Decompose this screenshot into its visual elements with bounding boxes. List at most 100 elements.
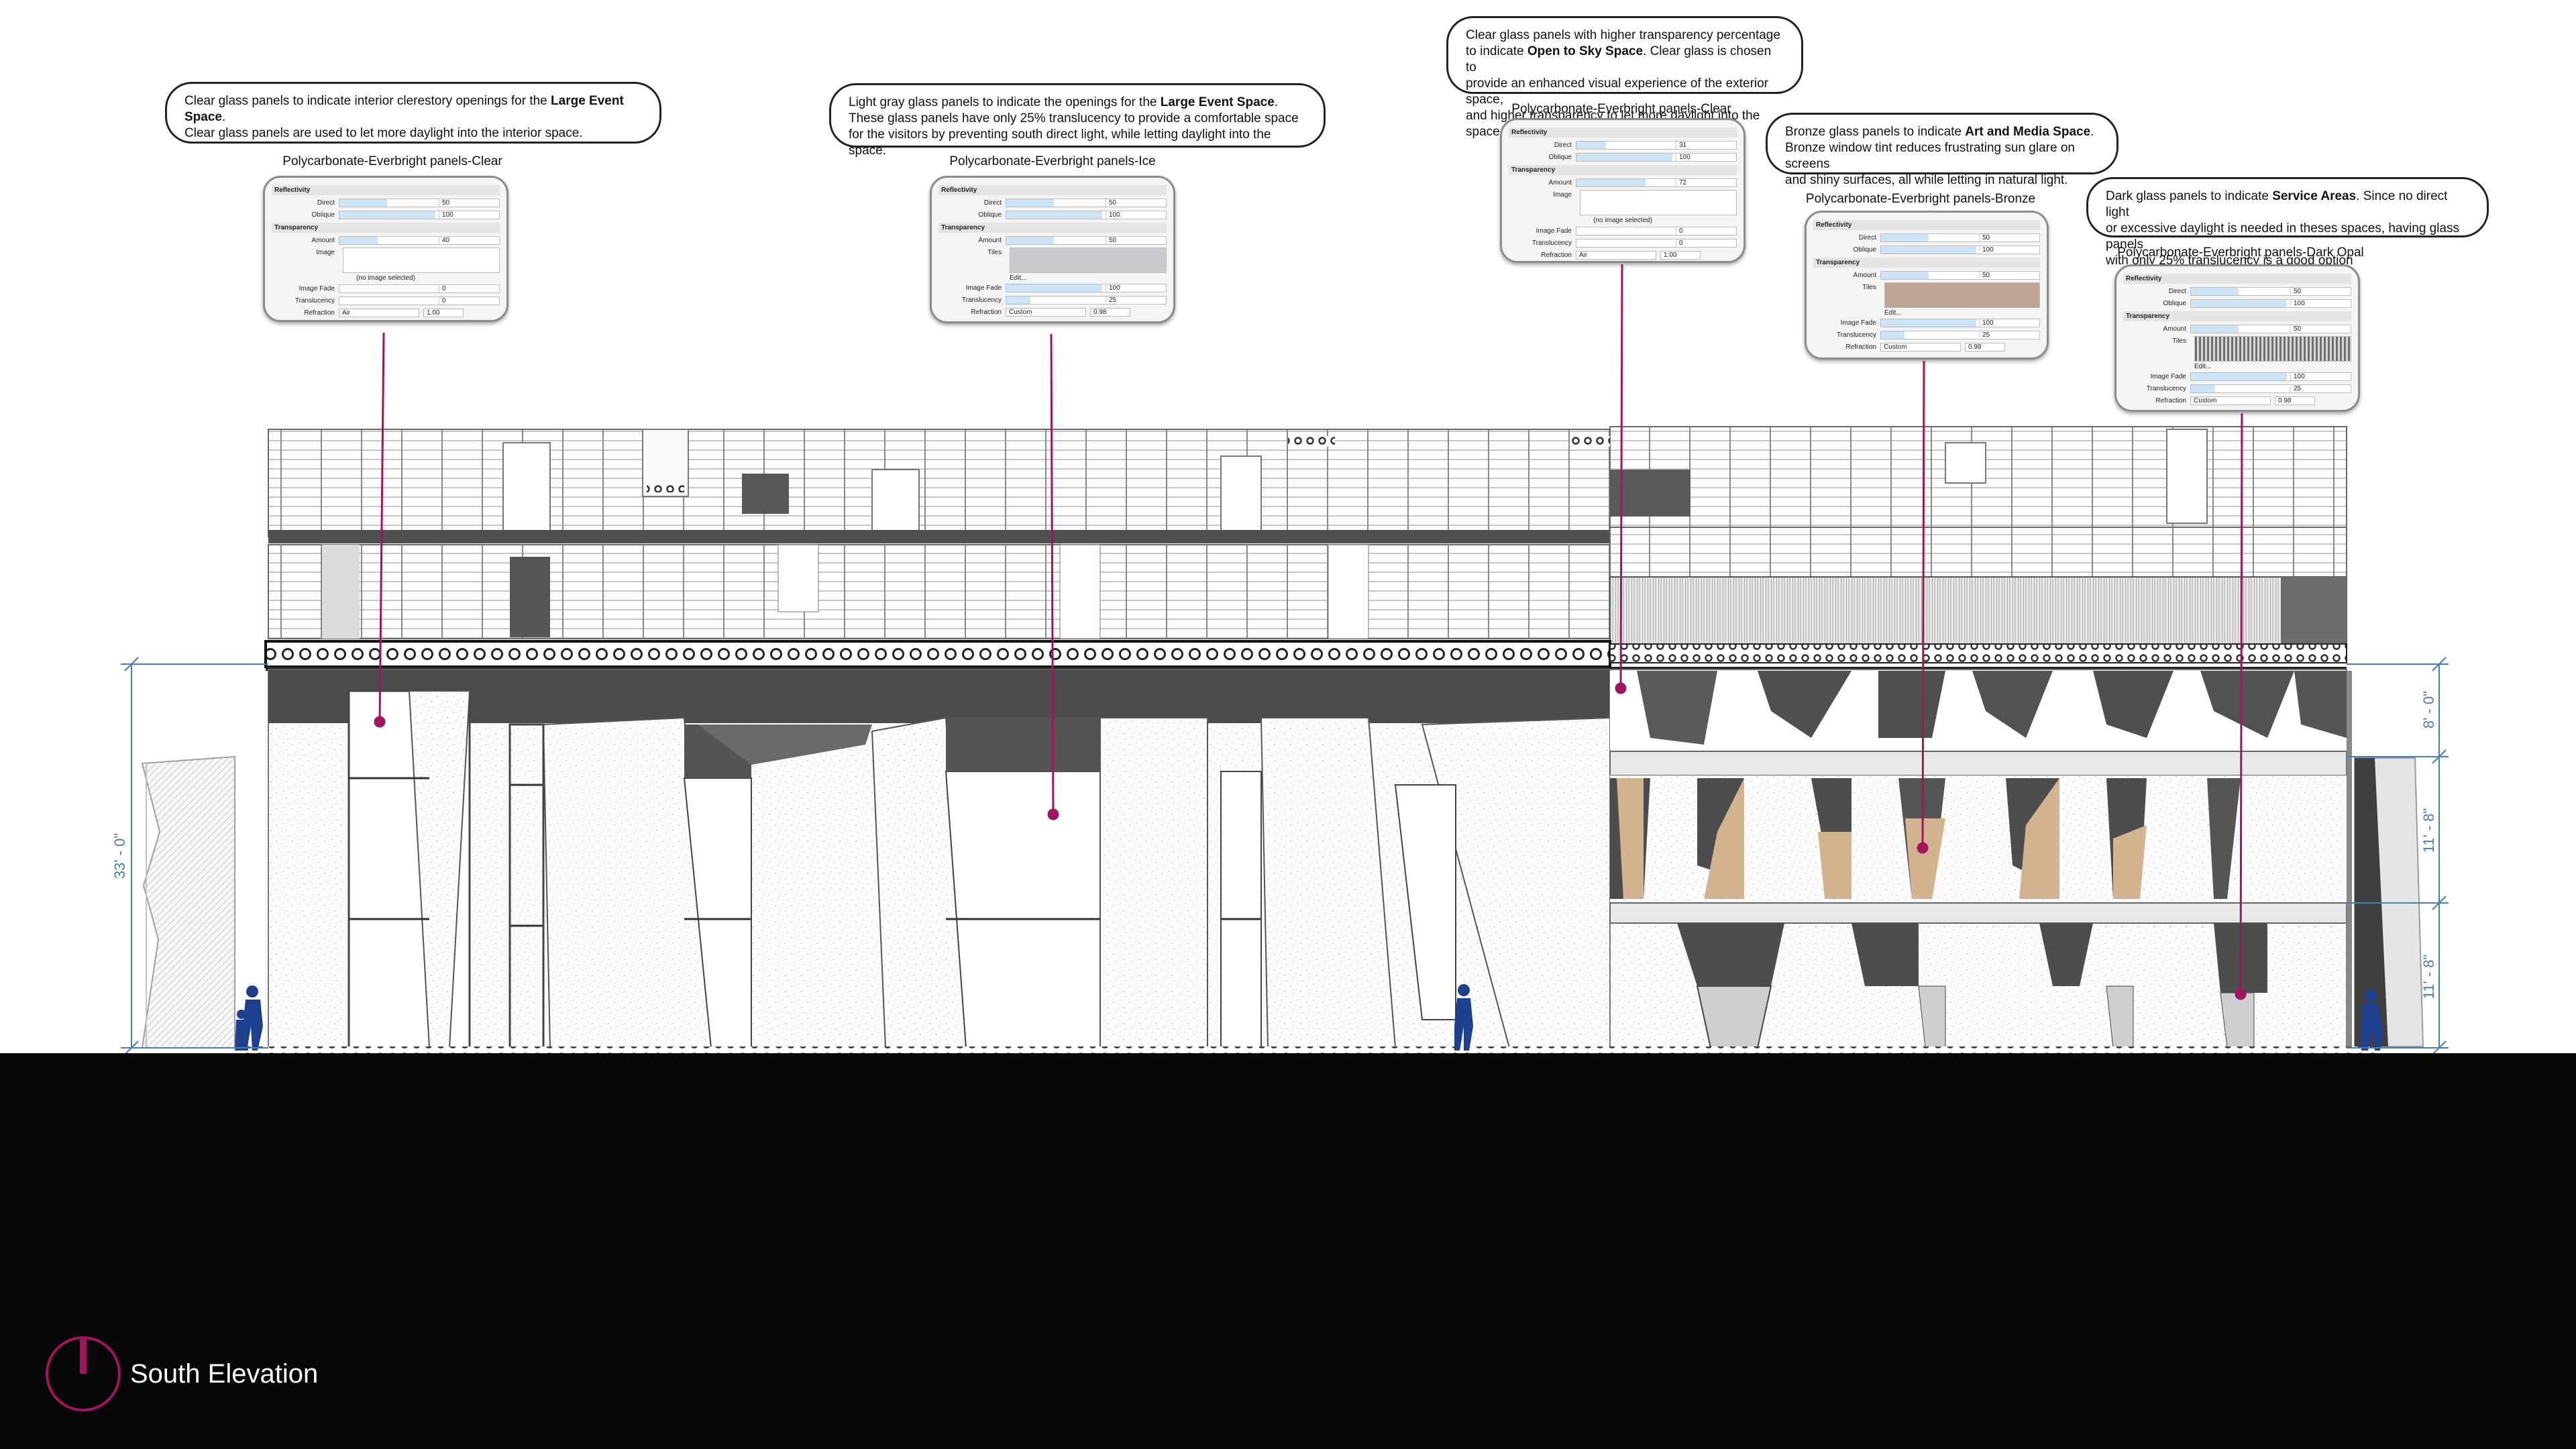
material-slider[interactable]: 0 — [339, 296, 500, 305]
material-value[interactable]: 0 — [1676, 239, 1736, 247]
material-value[interactable]: 72 — [1676, 178, 1736, 186]
material-row-label: Direct — [1554, 141, 1572, 149]
material-value[interactable]: 100 — [1979, 319, 2039, 327]
material-value[interactable]: 50 — [1979, 271, 2039, 279]
refraction-mode-select[interactable]: Air — [1576, 250, 1656, 260]
material-slider[interactable]: 100 — [1880, 318, 2040, 327]
material-texture-swatch[interactable] — [1580, 190, 1737, 215]
material-slider[interactable]: 25 — [2190, 384, 2351, 393]
refraction-mode-select[interactable]: Custom — [2190, 396, 2271, 405]
material-section-reflectivity[interactable]: Reflectivity — [1813, 220, 2040, 230]
refraction-mode-select[interactable]: Air — [339, 308, 419, 317]
material-section-reflectivity[interactable]: Reflectivity — [1509, 127, 1737, 138]
material-value[interactable]: 50 — [1106, 199, 1166, 207]
material-value[interactable]: 100 — [2290, 299, 2351, 307]
material-section-reflectivity[interactable]: Reflectivity — [2123, 274, 2351, 284]
material-image-note[interactable]: Edit... — [1010, 274, 1027, 282]
material-row: Tiles — [1813, 281, 2040, 293]
material-slider[interactable]: 50 — [339, 198, 500, 207]
refraction-mode-select[interactable]: Custom — [1880, 342, 1961, 352]
callout-text: Bronze window tint reduces frustrating s… — [1785, 141, 2075, 171]
material-section-transparency[interactable]: Transparency — [272, 223, 500, 233]
refraction-value[interactable]: 1.00 — [423, 308, 464, 317]
callout-text: with only 25% translucency is a good opt… — [2106, 254, 2353, 268]
material-texture-swatch[interactable] — [1884, 282, 2040, 308]
material-slider[interactable]: 100 — [1576, 152, 1737, 162]
material-section-transparency[interactable]: Transparency — [1509, 165, 1737, 175]
material-value[interactable]: 50 — [2290, 287, 2351, 295]
material-value[interactable]: 50 — [1106, 236, 1166, 244]
callout-line: These glass panels have only 25% translu… — [849, 111, 1306, 127]
material-section-transparency[interactable]: Transparency — [2123, 311, 2351, 321]
material-texture-swatch[interactable] — [343, 248, 500, 273]
material-slider[interactable]: 50 — [1880, 270, 2040, 280]
material-slider[interactable]: 0 — [1576, 238, 1737, 248]
material-value[interactable]: 100 — [1979, 246, 2039, 254]
material-row-label: Amount — [1548, 178, 1572, 186]
material-slider[interactable]: 100 — [339, 210, 500, 219]
refraction-value[interactable]: 0.98 — [2275, 396, 2315, 405]
material-value[interactable]: 40 — [439, 236, 499, 244]
callout-line: or excessive daylight is needed in these… — [2106, 221, 2469, 253]
material-slider[interactable]: 50 — [2190, 324, 2351, 333]
material-image-note[interactable]: Edit... — [2194, 363, 2212, 370]
material-slider[interactable]: 25 — [1880, 330, 2040, 339]
material-slider[interactable]: 100 — [2190, 372, 2351, 381]
material-row-label: Direct — [983, 199, 1002, 207]
material-value[interactable]: 50 — [2290, 325, 2351, 333]
material-value[interactable]: 25 — [1979, 331, 2039, 339]
material-slider-fill — [1576, 178, 1646, 186]
material-slider[interactable]: 50 — [1006, 198, 1167, 207]
material-value[interactable]: 50 — [1979, 233, 2039, 241]
ground-fill — [0, 1053, 2576, 1449]
refraction-value[interactable]: 0.98 — [1965, 342, 2005, 352]
material-row-label: Image Fade — [299, 284, 335, 292]
material-value[interactable]: 50 — [439, 199, 499, 207]
material-slider-fill — [1006, 296, 1030, 304]
material-value[interactable]: 31 — [1676, 141, 1736, 149]
material-slider[interactable]: 100 — [2190, 299, 2351, 308]
material-slider[interactable]: 100 — [1006, 283, 1167, 292]
material-slider-fill — [1006, 236, 1055, 244]
material-slider[interactable]: 0 — [1576, 226, 1737, 235]
material-slider[interactable]: 40 — [339, 235, 500, 245]
material-texture-swatch[interactable] — [2194, 336, 2351, 362]
material-image-note[interactable]: Edit... — [1884, 309, 1902, 317]
material-value[interactable]: 100 — [1106, 211, 1166, 219]
material-slider[interactable]: 50 — [1006, 235, 1167, 245]
material-value[interactable]: 0 — [1676, 227, 1736, 235]
callout-text: Bronze glass panels to indicate — [1785, 125, 1966, 139]
material-value[interactable]: 100 — [1676, 153, 1736, 161]
material-row-label: Tiles — [2172, 337, 2186, 345]
refraction-mode-select[interactable]: Custom — [1006, 307, 1086, 317]
material-section-reflectivity[interactable]: Reflectivity — [272, 185, 500, 195]
material-value[interactable]: 0 — [439, 297, 499, 305]
callout-line: and shiny surfaces, all while letting in… — [1785, 172, 2099, 189]
material-slider[interactable]: 100 — [1880, 245, 2040, 254]
material-value[interactable]: 25 — [2290, 384, 2351, 392]
material-slider[interactable]: 0 — [339, 284, 500, 293]
material-value[interactable]: 100 — [439, 211, 499, 219]
material-slider[interactable]: 72 — [1576, 178, 1737, 187]
material-slider[interactable]: 100 — [1006, 210, 1167, 219]
material-value[interactable]: 25 — [1106, 296, 1166, 304]
refraction-value[interactable]: 0.98 — [1090, 307, 1130, 317]
material-texture-swatch[interactable] — [1010, 248, 1167, 273]
material-value[interactable]: 0 — [439, 284, 499, 292]
material-slider[interactable]: 50 — [1880, 233, 2040, 242]
material-value[interactable]: 100 — [1106, 284, 1166, 292]
material-slider[interactable]: 50 — [2190, 286, 2351, 296]
refraction-value[interactable]: 1.00 — [1660, 250, 1701, 260]
dimension-lower: 11' - 8" — [2420, 955, 2437, 1000]
material-section-transparency[interactable]: Transparency — [1813, 258, 2040, 268]
material-row-label: Oblique — [978, 211, 1002, 219]
material-section-transparency[interactable]: Transparency — [938, 223, 1167, 233]
material-slider[interactable]: 31 — [1576, 140, 1737, 150]
material-slider[interactable]: 25 — [1006, 295, 1167, 305]
material-value[interactable]: 100 — [2290, 372, 2351, 380]
material-section-reflectivity[interactable]: Reflectivity — [938, 185, 1167, 195]
